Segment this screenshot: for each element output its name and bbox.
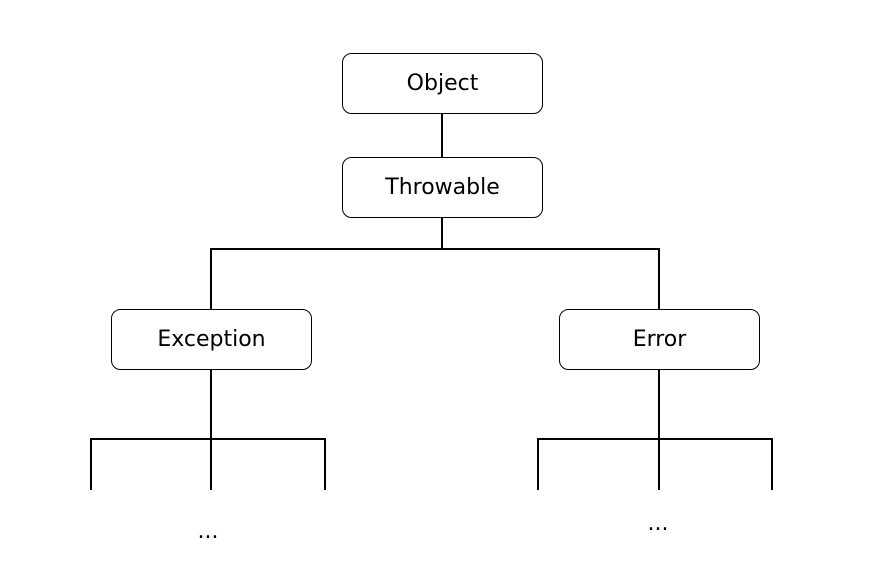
throwable-node: Throwable [342, 157, 543, 218]
error-children-ellipsis: ... [648, 511, 669, 536]
object-node-label: Object [407, 71, 479, 96]
object-node: Object [342, 53, 543, 114]
error-node: Error [559, 309, 760, 370]
connector-exception-children [90, 368, 326, 490]
exception-node: Exception [111, 309, 312, 370]
throwable-node-label: Throwable [384, 175, 500, 200]
error-node-label: Error [633, 327, 688, 352]
connector-throwable-children [210, 216, 660, 310]
connector-error-children [537, 368, 773, 490]
exception-children-ellipsis: ... [198, 519, 219, 544]
exception-node-label: Exception [157, 327, 265, 352]
